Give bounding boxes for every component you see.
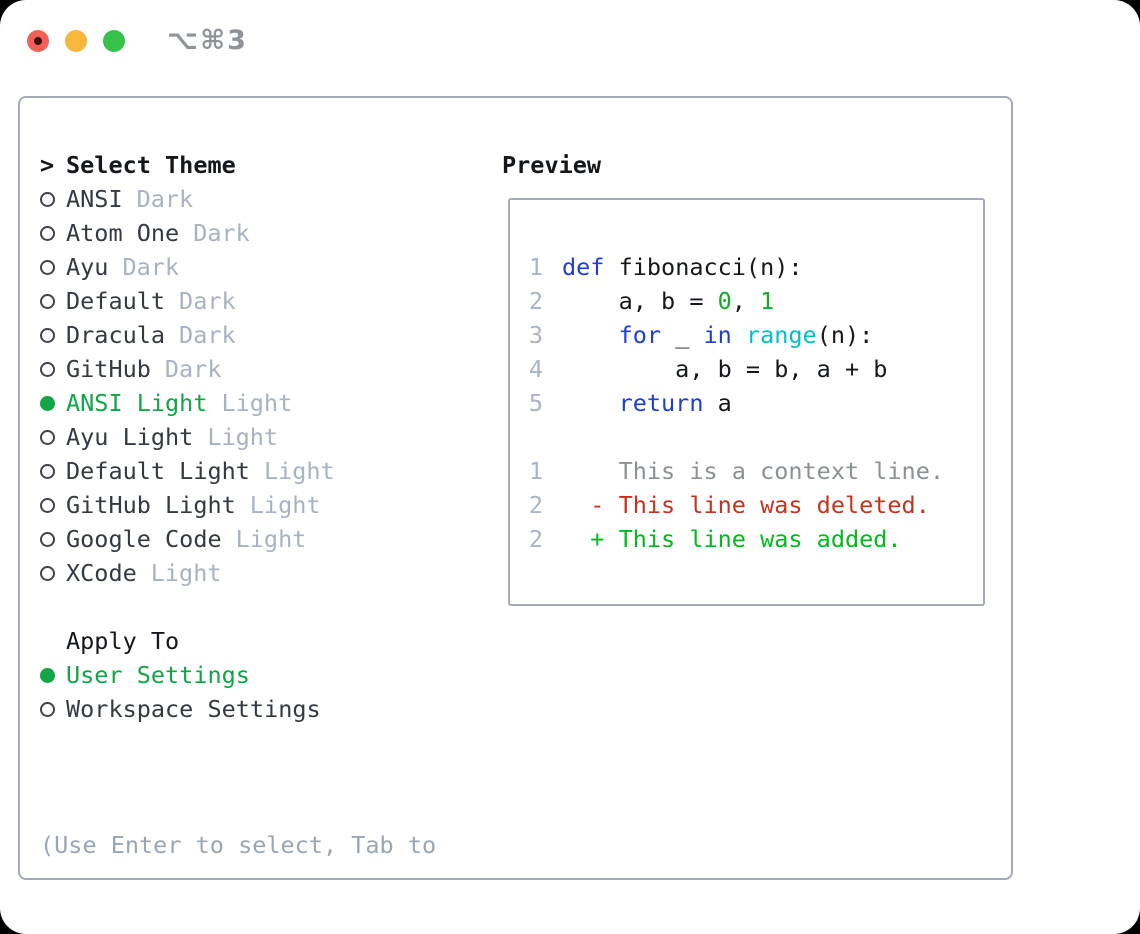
- apply-to-header: Apply To: [40, 624, 485, 658]
- option-label: GitHub Light: [66, 491, 236, 519]
- diff-line-added: 2 + This line was added.: [528, 525, 902, 553]
- radio-icon: [40, 395, 66, 411]
- option-label: Default Light: [66, 457, 250, 485]
- theme-option-ayu-light[interactable]: Ayu Light Light: [40, 420, 485, 454]
- help-text: (Use Enter to select, Tab to change focu…: [40, 760, 485, 934]
- option-label: ANSI Light: [66, 389, 208, 417]
- select-theme-title: Select Theme: [66, 151, 236, 179]
- apply-option-workspace-settings[interactable]: Workspace Settings: [40, 692, 485, 726]
- option-label: Ayu Light: [66, 423, 194, 451]
- variant-label: Dark: [136, 185, 194, 213]
- theme-option-ansi[interactable]: ANSI Dark: [40, 182, 485, 216]
- radio-icon: [40, 259, 66, 275]
- radio-icon: [40, 225, 66, 241]
- variant-label: Light: [207, 423, 279, 451]
- spacer: [40, 590, 485, 624]
- theme-option-default[interactable]: Default Dark: [40, 284, 485, 318]
- radio-icon: [40, 429, 66, 445]
- code-line: 4 a, b = b, a + b: [528, 355, 888, 383]
- diff-preview: 1 This is a context line. 2 - This line w…: [528, 454, 983, 556]
- variant-label: Dark: [122, 253, 180, 281]
- line-number: 1: [528, 457, 543, 485]
- variant-label: Light: [150, 559, 222, 587]
- option-label: Google Code: [66, 525, 222, 553]
- theme-option-ayu[interactable]: Ayu Dark: [40, 250, 485, 284]
- theme-option-github[interactable]: GitHub Dark: [40, 352, 485, 386]
- option-label: Dracula: [66, 321, 166, 349]
- apply-to-title: Apply To: [66, 627, 180, 655]
- variant-label: Dark: [179, 321, 236, 349]
- titlebar: ⌥⌘3: [0, 0, 1140, 56]
- select-theme-header: > Select Theme: [40, 148, 485, 182]
- diff-line-deleted: 2 - This line was deleted.: [528, 491, 930, 519]
- window-title: ⌥⌘3: [167, 25, 248, 56]
- minimize-button[interactable]: [65, 29, 87, 52]
- option-label: User Settings: [66, 661, 250, 689]
- spacer: [40, 726, 485, 760]
- variant-label: Light: [263, 457, 335, 485]
- radio-icon: [40, 191, 66, 207]
- line-number: 5: [528, 389, 543, 417]
- maximize-button[interactable]: [103, 29, 125, 52]
- theme-option-ansi-light[interactable]: ANSI Light Light: [40, 386, 485, 420]
- line-number: 1: [528, 253, 543, 281]
- theme-option-default-light[interactable]: Default Light Light: [40, 454, 485, 488]
- line-number: 3: [528, 321, 543, 349]
- option-label: Ayu: [66, 253, 109, 281]
- radio-icon: [40, 531, 66, 547]
- theme-option-xcode[interactable]: XCode Light: [40, 556, 485, 590]
- radio-icon: [40, 667, 66, 683]
- variant-label: Dark: [179, 287, 236, 315]
- prompt-caret-icon: >: [40, 151, 55, 179]
- variant-label: Dark: [164, 355, 222, 383]
- help-line-1: (Use Enter to select, Tab to: [40, 831, 437, 859]
- radio-icon: [40, 293, 66, 309]
- line-number: 2: [528, 287, 543, 315]
- option-label: XCode: [66, 559, 137, 587]
- code-line: 5 return a: [528, 389, 732, 417]
- option-label: Default: [66, 287, 166, 315]
- option-label: GitHub: [66, 355, 151, 383]
- preview-title: Preview: [502, 151, 602, 179]
- theme-option-google-code[interactable]: Google Code Light: [40, 522, 485, 556]
- radio-icon: [40, 327, 66, 343]
- theme-option-atom-one[interactable]: Atom One Dark: [40, 216, 485, 250]
- line-number: 2: [528, 491, 543, 519]
- option-label: Atom One: [66, 219, 180, 247]
- record-dot-icon: [34, 36, 42, 45]
- variant-label: Light: [249, 491, 321, 519]
- spacer: [528, 420, 983, 454]
- radio-icon: [40, 497, 66, 513]
- code-line: 2 a, b = 0, 1: [528, 287, 775, 315]
- line-number: 2: [528, 525, 543, 553]
- variant-label: Light: [221, 389, 293, 417]
- theme-option-github-light[interactable]: GitHub Light Light: [40, 488, 485, 522]
- diff-line-context: 1 This is a context line.: [528, 457, 945, 485]
- radio-icon: [40, 463, 66, 479]
- apply-option-user-settings[interactable]: User Settings: [40, 658, 485, 692]
- radio-icon: [40, 361, 66, 377]
- code-line: 3 for _ in range(n):: [528, 321, 874, 349]
- variant-label: Light: [235, 525, 307, 553]
- radio-icon: [40, 701, 66, 717]
- variant-label: Dark: [193, 219, 250, 247]
- close-button[interactable]: [27, 29, 49, 52]
- radio-icon: [40, 565, 66, 581]
- line-number: 4: [528, 355, 543, 383]
- help-line-2: change focus): [40, 930, 485, 934]
- option-label: ANSI: [66, 185, 123, 213]
- theme-option-dracula[interactable]: Dracula Dark: [40, 318, 485, 352]
- option-label: Workspace Settings: [66, 695, 321, 723]
